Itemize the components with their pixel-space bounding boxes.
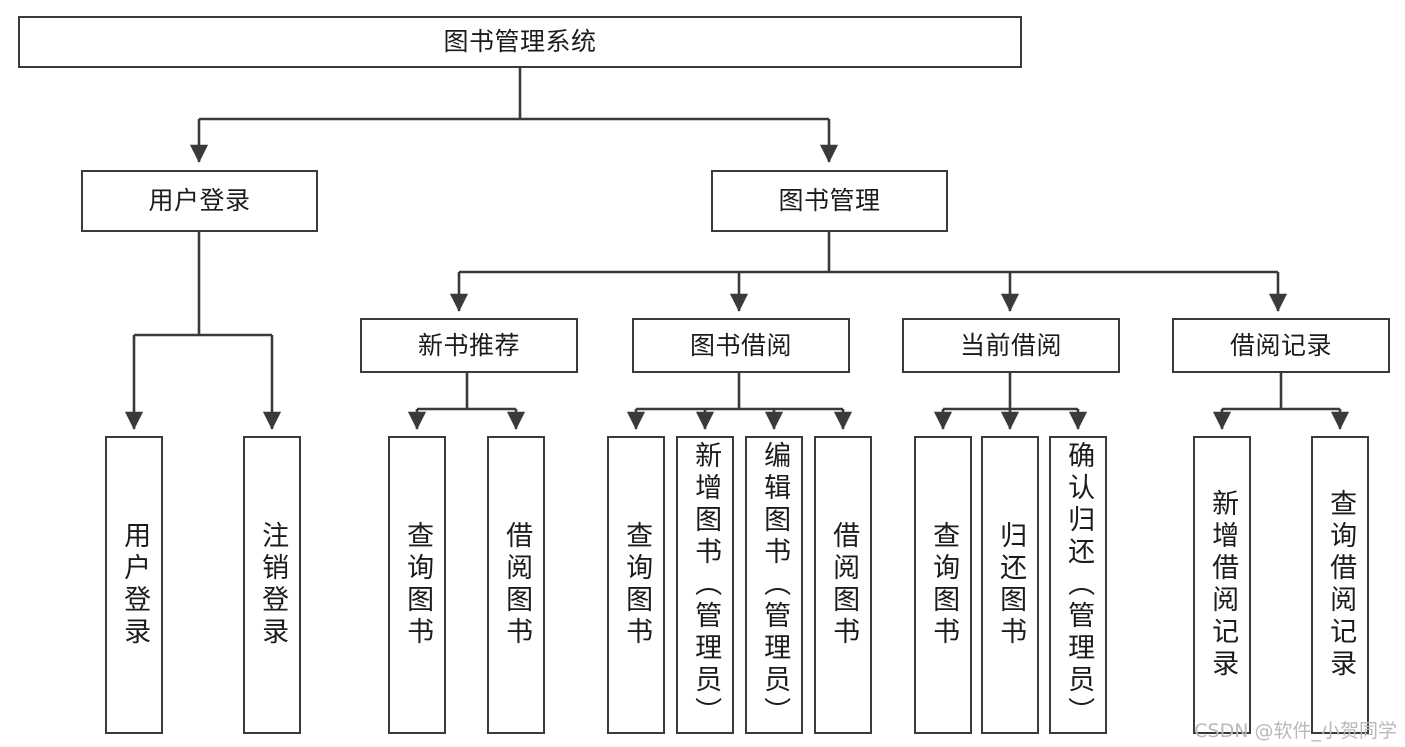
node-current-borrow-label: 当前借阅 (959, 330, 1062, 360)
node-leaf-user-login-label: 用户登录 (119, 521, 151, 649)
node-leaf-edit-book[interactable]: 编辑图书（管理员） (745, 436, 803, 734)
watermark: CSDN @软件_小贺同学 (1194, 720, 1397, 742)
node-borrow-record[interactable]: 借阅记录 (1172, 318, 1390, 373)
node-leaf-user-login[interactable]: 用户登录 (105, 436, 163, 734)
node-leaf-add-record[interactable]: 新增借阅记录 (1193, 436, 1251, 734)
node-leaf-query-book-3-label: 查询图书 (928, 521, 960, 649)
node-leaf-user-logout-label: 注销登录 (257, 521, 289, 649)
node-leaf-borrow-book-1-label: 借阅图书 (501, 521, 533, 649)
node-book-manage[interactable]: 图书管理 (711, 170, 948, 232)
node-new-book-recommend[interactable]: 新书推荐 (360, 318, 578, 373)
node-book-manage-label: 图书管理 (778, 186, 881, 216)
node-leaf-query-book-1[interactable]: 查询图书 (388, 436, 446, 734)
node-book-borrow[interactable]: 图书借阅 (632, 318, 850, 373)
node-current-borrow[interactable]: 当前借阅 (902, 318, 1120, 373)
node-borrow-record-label: 借阅记录 (1229, 330, 1332, 360)
node-leaf-return-book-label: 归还图书 (995, 521, 1027, 649)
node-leaf-query-book-3[interactable]: 查询图书 (914, 436, 972, 734)
node-leaf-confirm-return[interactable]: 确认归还（管理员） (1049, 436, 1107, 734)
node-leaf-confirm-return-label: 确认归还（管理员） (1063, 441, 1095, 729)
node-leaf-return-book[interactable]: 归还图书 (981, 436, 1039, 734)
node-leaf-add-book[interactable]: 新增图书（管理员） (676, 436, 734, 734)
node-leaf-query-book-2-label: 查询图书 (621, 521, 653, 649)
node-new-book-recommend-label: 新书推荐 (417, 330, 520, 360)
node-book-borrow-label: 图书借阅 (689, 330, 792, 360)
node-leaf-add-book-label: 新增图书（管理员） (690, 441, 722, 729)
node-root[interactable]: 图书管理系统 (18, 16, 1022, 68)
node-leaf-edit-book-label: 编辑图书（管理员） (759, 441, 791, 729)
node-user-login[interactable]: 用户登录 (81, 170, 318, 232)
node-leaf-query-book-2[interactable]: 查询图书 (607, 436, 665, 734)
node-leaf-borrow-book-2-label: 借阅图书 (828, 521, 860, 649)
node-leaf-add-record-label: 新增借阅记录 (1207, 489, 1239, 681)
node-leaf-query-book-1-label: 查询图书 (402, 521, 434, 649)
node-leaf-borrow-book-1[interactable]: 借阅图书 (487, 436, 545, 734)
node-leaf-user-logout[interactable]: 注销登录 (243, 436, 301, 734)
node-leaf-query-record-label: 查询借阅记录 (1325, 489, 1357, 681)
node-root-label: 图书管理系统 (443, 27, 597, 57)
node-leaf-borrow-book-2[interactable]: 借阅图书 (814, 436, 872, 734)
node-user-login-label: 用户登录 (148, 186, 251, 216)
node-leaf-query-record[interactable]: 查询借阅记录 (1311, 436, 1369, 734)
